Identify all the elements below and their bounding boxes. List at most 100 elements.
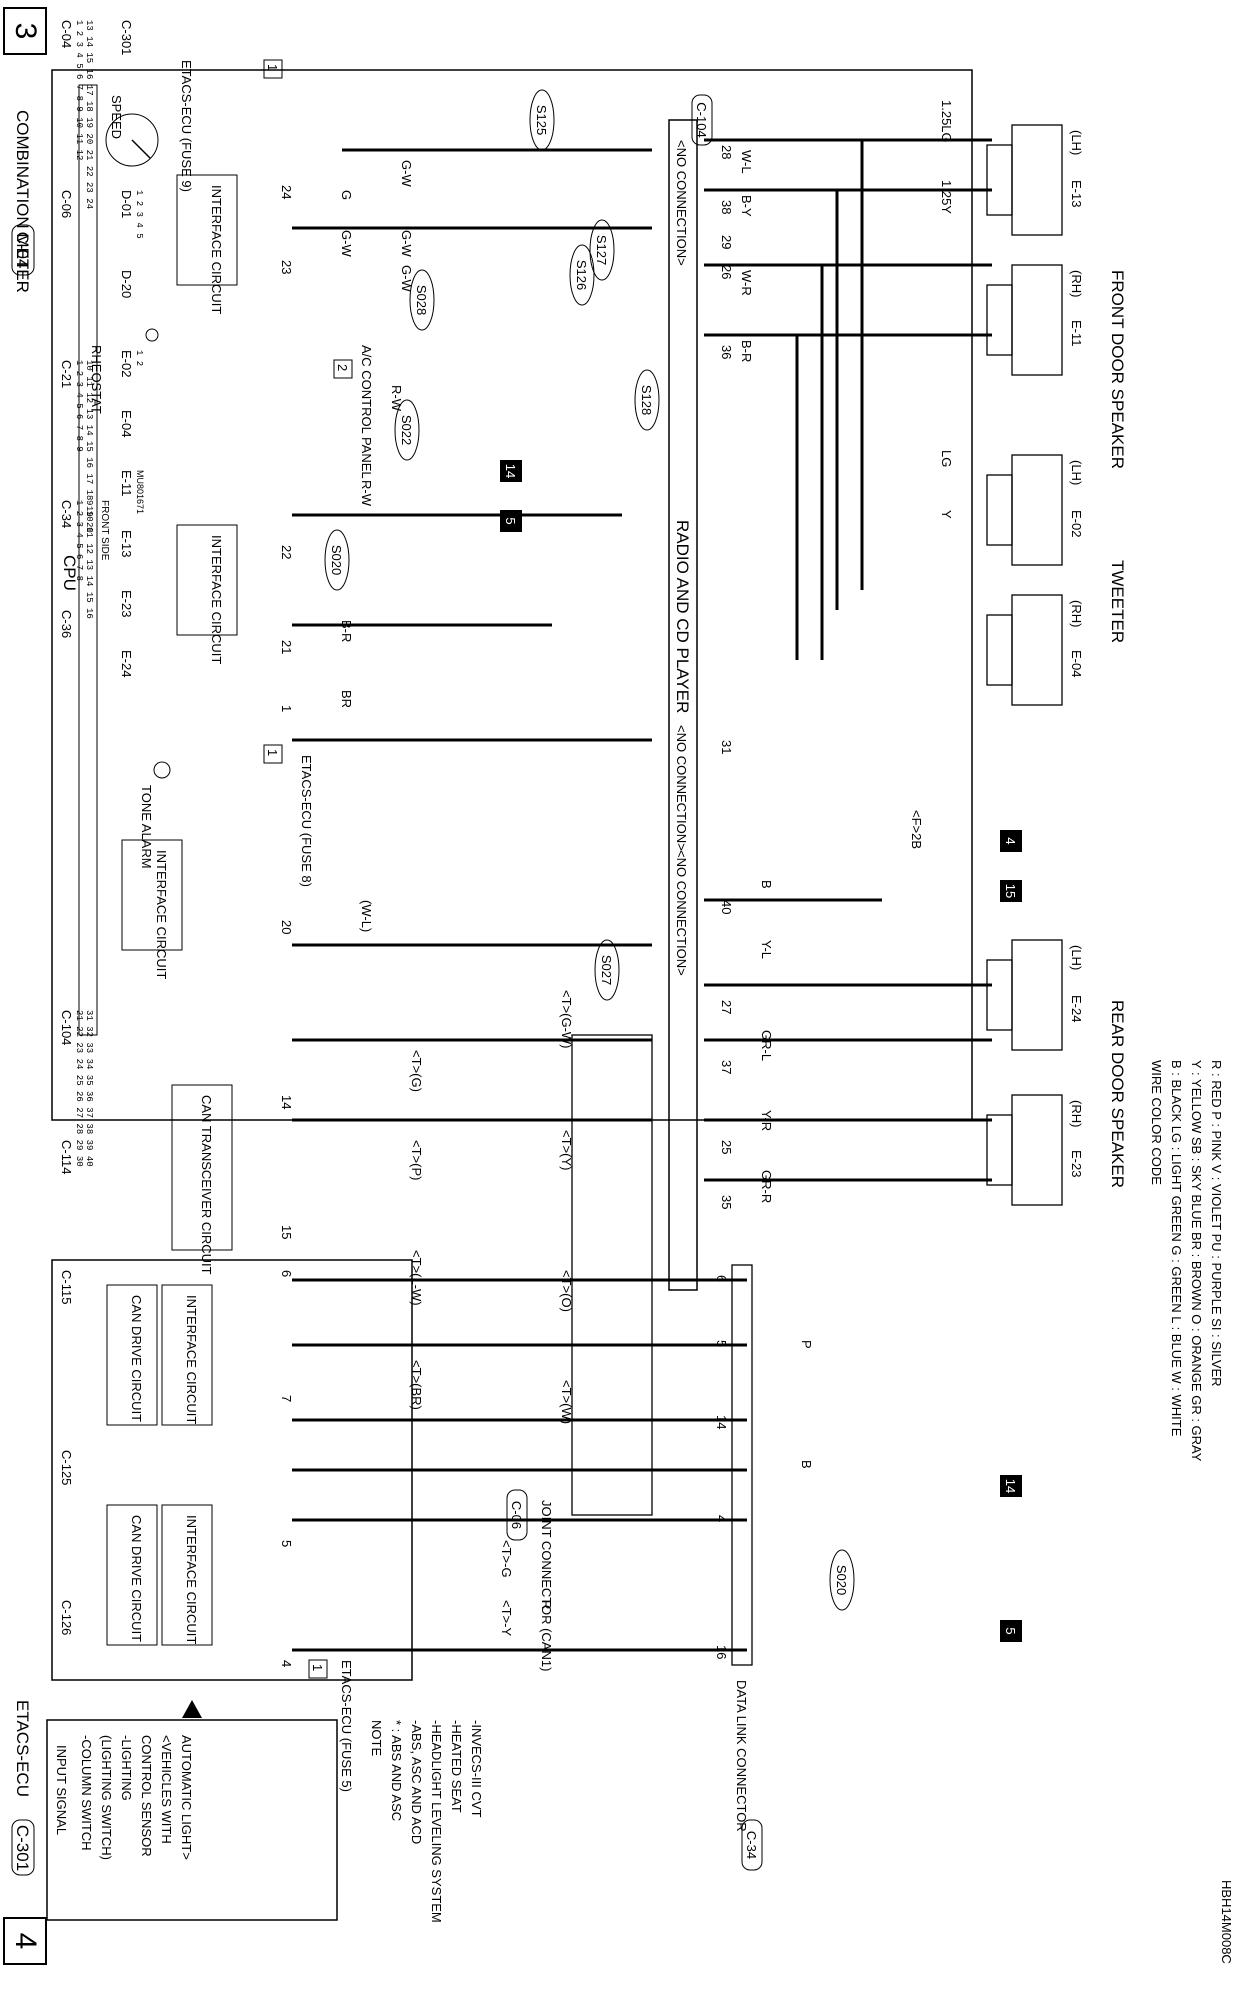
doc-code: HBH14M008C [1219,1880,1234,1964]
radio-pin-25: 25 [719,1140,734,1154]
joint-connector-code: C-06 [509,1501,524,1529]
splice-s127: S127 [594,235,609,265]
conn-c04-pins-2: 13 14 15 16 17 18 19 20 21 22 23 24 [84,20,94,209]
can-transceiver-label: CAN TRANSCEIVER CIRCUIT [199,1095,214,1275]
wire-t-y-2: <T>-Y [499,1600,514,1636]
speaker-e04-id: E-04 [1069,650,1084,677]
input-signal-line-3: -LIGHTING [119,1735,134,1801]
dlc-pin-14: 14 [714,1415,729,1429]
input-signal-line-4: CONTROL SENSOR [139,1735,154,1857]
radio-pin-35: 35 [719,1195,734,1209]
color-code-row-3: R : RED P : PINK V : VIOLET PU : PURPLE … [1209,1060,1224,1387]
etacs-interface-1-label: INTERFACE CIRCUIT [184,1295,199,1424]
speaker-e23-id: E-23 [1069,1150,1084,1177]
front-speaker-label: FRONT DOOR SPEAKER [1108,270,1127,469]
conn-c36: C-36 [59,610,74,638]
color-code-title: WIRE COLOR CODE [1149,1060,1164,1185]
conn-e02-pins: 1 2 [134,350,144,366]
wire-gw-4: G-W [339,230,354,257]
joint-connector-title: JOINT CONNECTOR (CAN1) [539,1500,554,1671]
fuse-8-box-number: 1 [265,749,280,756]
wire-r: R [539,1600,554,1609]
conn-d01: D-01 [119,190,134,218]
page-number-box-left [3,7,47,55]
fuse-5-box [308,1659,328,1679]
radio-pin-38: 38 [719,200,734,214]
splice-s126: S126 [574,260,589,290]
meter-connector-tag [11,224,35,276]
note-line-3: -HEATED SEAT [449,1720,464,1813]
splice-s020-2: S020 [834,1565,849,1595]
conn-c125: C-125 [59,1450,74,1485]
rheostat-label: RHEOSTAT [89,345,104,414]
meter-pin-20: 20 [279,920,294,934]
radio-no-connection-3: <NO CONNECTION> [674,850,689,976]
conn-c34-pins-2: 9 10 11 12 13 14 15 16 [84,500,94,619]
radio-pin-36: 36 [719,345,734,359]
fuse-8-box [263,744,283,764]
input-arrow-icon [182,1700,202,1718]
dlc-connector-code: C-34 [744,1831,759,1859]
wire-gw-3: G-W [399,265,414,292]
radio-pin-29: 29 [719,235,734,249]
conn-e11: E-11 [119,470,134,497]
conn-c34-pins-1: 1 2 3 4 5 6 7 8 [74,500,84,581]
wire-t-br: <T>(BR) [409,1360,424,1410]
speaker-e11-id: E-11 [1069,320,1084,347]
page-number-box-right [3,1917,47,1965]
radio-pin-26: 26 [719,265,734,279]
meter-pin-24: 24 [279,185,294,199]
radio-cd-player-box [668,119,698,1291]
speaker-e11-side: (RH) [1069,270,1084,297]
wire-gw-2: G-W [399,230,414,257]
note-line-2: -HEADLIGHT LEVELING SYSTEM [429,1720,444,1923]
radio-cd-title: RADIO AND CD PLAYER [673,520,692,713]
dlc-title: DATA LINK CONNECTOR [734,1680,749,1832]
wire-125y: 1.25Y [939,180,954,214]
splice-s028: S028 [414,285,429,315]
ground-14-a: 14 [503,464,518,478]
wire-grl: GR-L [759,1030,774,1061]
wire-t-gw: <T>(G-W) [559,990,574,1049]
conn-e24: E-24 [119,650,134,677]
meter-connector: C-04 [13,232,32,269]
wire-y: Y [939,510,954,519]
tone-alarm-label: TONE ALARM [139,785,154,869]
interface-circuit-2 [176,524,238,636]
can-drive-1-label: CAN DRIVE CIRCUIT [129,1295,144,1422]
interface-circuit-3-label: INTERFACE CIRCUIT [154,850,169,979]
etacs-pin-5: 5 [279,1540,294,1547]
wire-grr: GR-R [759,1170,774,1203]
etacs-interface-1 [161,1284,213,1426]
meter-pin-23: 23 [279,260,294,274]
dlc-wires [292,1278,747,1652]
mu-code-1: MU801671 [135,470,145,514]
speaker-e13-side: (LH) [1069,130,1084,155]
conn-c21: C-21 [59,360,74,388]
conn-d20: D-20 [119,270,134,298]
input-signal-line-1: -COLUMN SWITCH [79,1735,94,1851]
can-drive-2-label: CAN DRIVE CIRCUIT [129,1515,144,1642]
wire-b-2: B [799,1460,814,1469]
input-signal-title: INPUT SIGNAL [54,1745,69,1835]
wire-wr: W-R [739,270,754,296]
wire-t-w: <T>(W) [559,1380,574,1424]
fuse-9-box [263,59,283,79]
note-line-1: -ABS, ASC AND ACD [409,1720,424,1844]
tweeter-label: TWEETER [1108,560,1127,643]
etacs-pin-4: 4 [279,1660,294,1667]
speaker-wires [704,138,992,1182]
splice-s128: S128 [639,385,654,415]
fuse-9-label: ETACS-ECU (FUSE 9) [179,60,194,192]
dlc-pin-5: 5 [714,1340,729,1347]
speaker-e02-side: (LH) [1069,460,1084,485]
rheostat-icon [145,328,159,342]
conn-c06: C-06 [59,190,74,218]
ground-14-b: 14 [1003,1479,1018,1493]
wire-yl: Y-L [759,940,774,959]
radio-connector: C-104 [694,102,709,137]
splice-s022: S022 [399,415,414,445]
radio-pin-40: 40 [719,900,734,914]
